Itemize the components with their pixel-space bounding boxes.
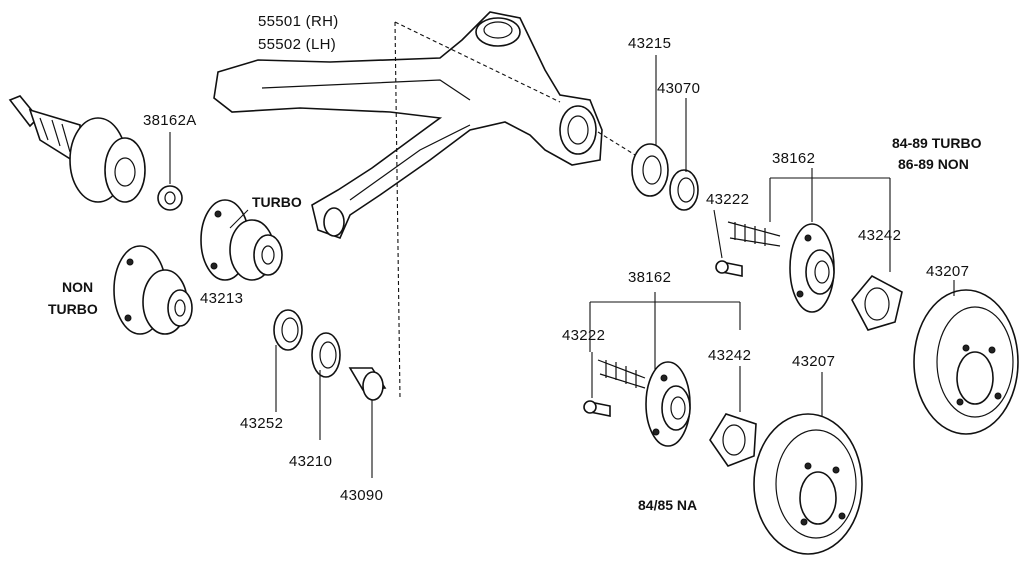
label-43090: 43090 — [340, 487, 383, 504]
label-43070: 43070 — [657, 80, 700, 97]
label-86-89-non: 86-89 NON — [898, 156, 969, 172]
label-38162-upper: 38162 — [772, 150, 815, 167]
label-non-turbo: TURBO — [48, 301, 98, 317]
non-turbo-hub-housing: NON TURBO — [48, 245, 193, 335]
label-43222-lower: 43222 — [562, 327, 605, 344]
label-43215: 43215 — [628, 35, 671, 52]
lower-hub-assembly: 43222 38162 43242 84/85 NA — [562, 269, 757, 513]
label-43213: 43213 — [200, 290, 243, 307]
label-84-89-turbo: 84-89 TURBO — [892, 135, 982, 151]
label-43207-lower: 43207 — [792, 353, 835, 370]
label-55501-rh: 55501 (RH) — [258, 13, 339, 30]
label-84-85-na: 84/85 NA — [638, 497, 697, 513]
label-turbo: TURBO — [252, 194, 302, 210]
seal-43252: 43252 — [240, 309, 303, 432]
label-43222-upper: 43222 — [706, 191, 749, 208]
bearing-43215: 43215 — [628, 35, 671, 197]
upper-hub-assembly: 43222 38162 43242 — [706, 150, 903, 331]
bearing-43210: 43210 — [289, 332, 341, 470]
seal-43070: 43070 — [657, 80, 700, 211]
arm-labels: 55501 (RH) 55502 (LH) — [258, 13, 339, 53]
drive-shaft — [8, 95, 146, 203]
label-38162a: 38162A — [143, 112, 197, 129]
label-38162-lower: 38162 — [628, 269, 671, 286]
lower-brake-disc: 43207 — [753, 353, 863, 555]
turbo-hub-housing: TURBO 43213 — [200, 194, 302, 307]
label-non: NON — [62, 279, 93, 295]
label-43207-upper: 43207 — [926, 263, 969, 280]
label-43242-lower: 43242 — [708, 347, 751, 364]
suspension-arm — [213, 11, 641, 399]
label-55502-lh: 55502 (LH) — [258, 36, 336, 53]
label-43242-upper: 43242 — [858, 227, 901, 244]
upper-brake-disc: 43207 84-89 TURBO 86-89 NON — [892, 135, 1019, 435]
nut-38162a: 38162A — [143, 112, 197, 211]
label-43252: 43252 — [240, 415, 283, 432]
spacer-43090: 43090 — [340, 367, 387, 504]
label-43210: 43210 — [289, 453, 332, 470]
